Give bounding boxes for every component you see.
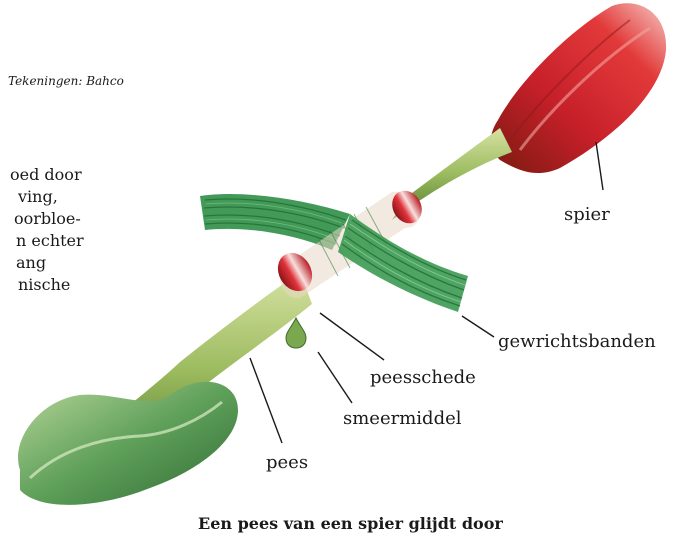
figure-caption: Een pees van een spier glijdt door [198, 514, 503, 533]
lubricant-droplet [286, 318, 306, 348]
leader-line-pees [250, 358, 282, 443]
label-spier: spier [564, 204, 610, 225]
label-gewrichtsbanden: gewrichtsbanden [498, 331, 656, 352]
leader-line-smeermiddel [318, 352, 352, 403]
leader-line-spier [596, 142, 603, 190]
label-smeermiddel: smeermiddel [343, 408, 462, 429]
leader-line-gewrichtsbanden [462, 316, 494, 337]
leader-line-peesschede [320, 313, 384, 360]
label-pees: pees [266, 452, 308, 473]
label-peesschede: peesschede [370, 367, 476, 388]
muscle [491, 3, 666, 173]
tendon-base [18, 382, 238, 505]
